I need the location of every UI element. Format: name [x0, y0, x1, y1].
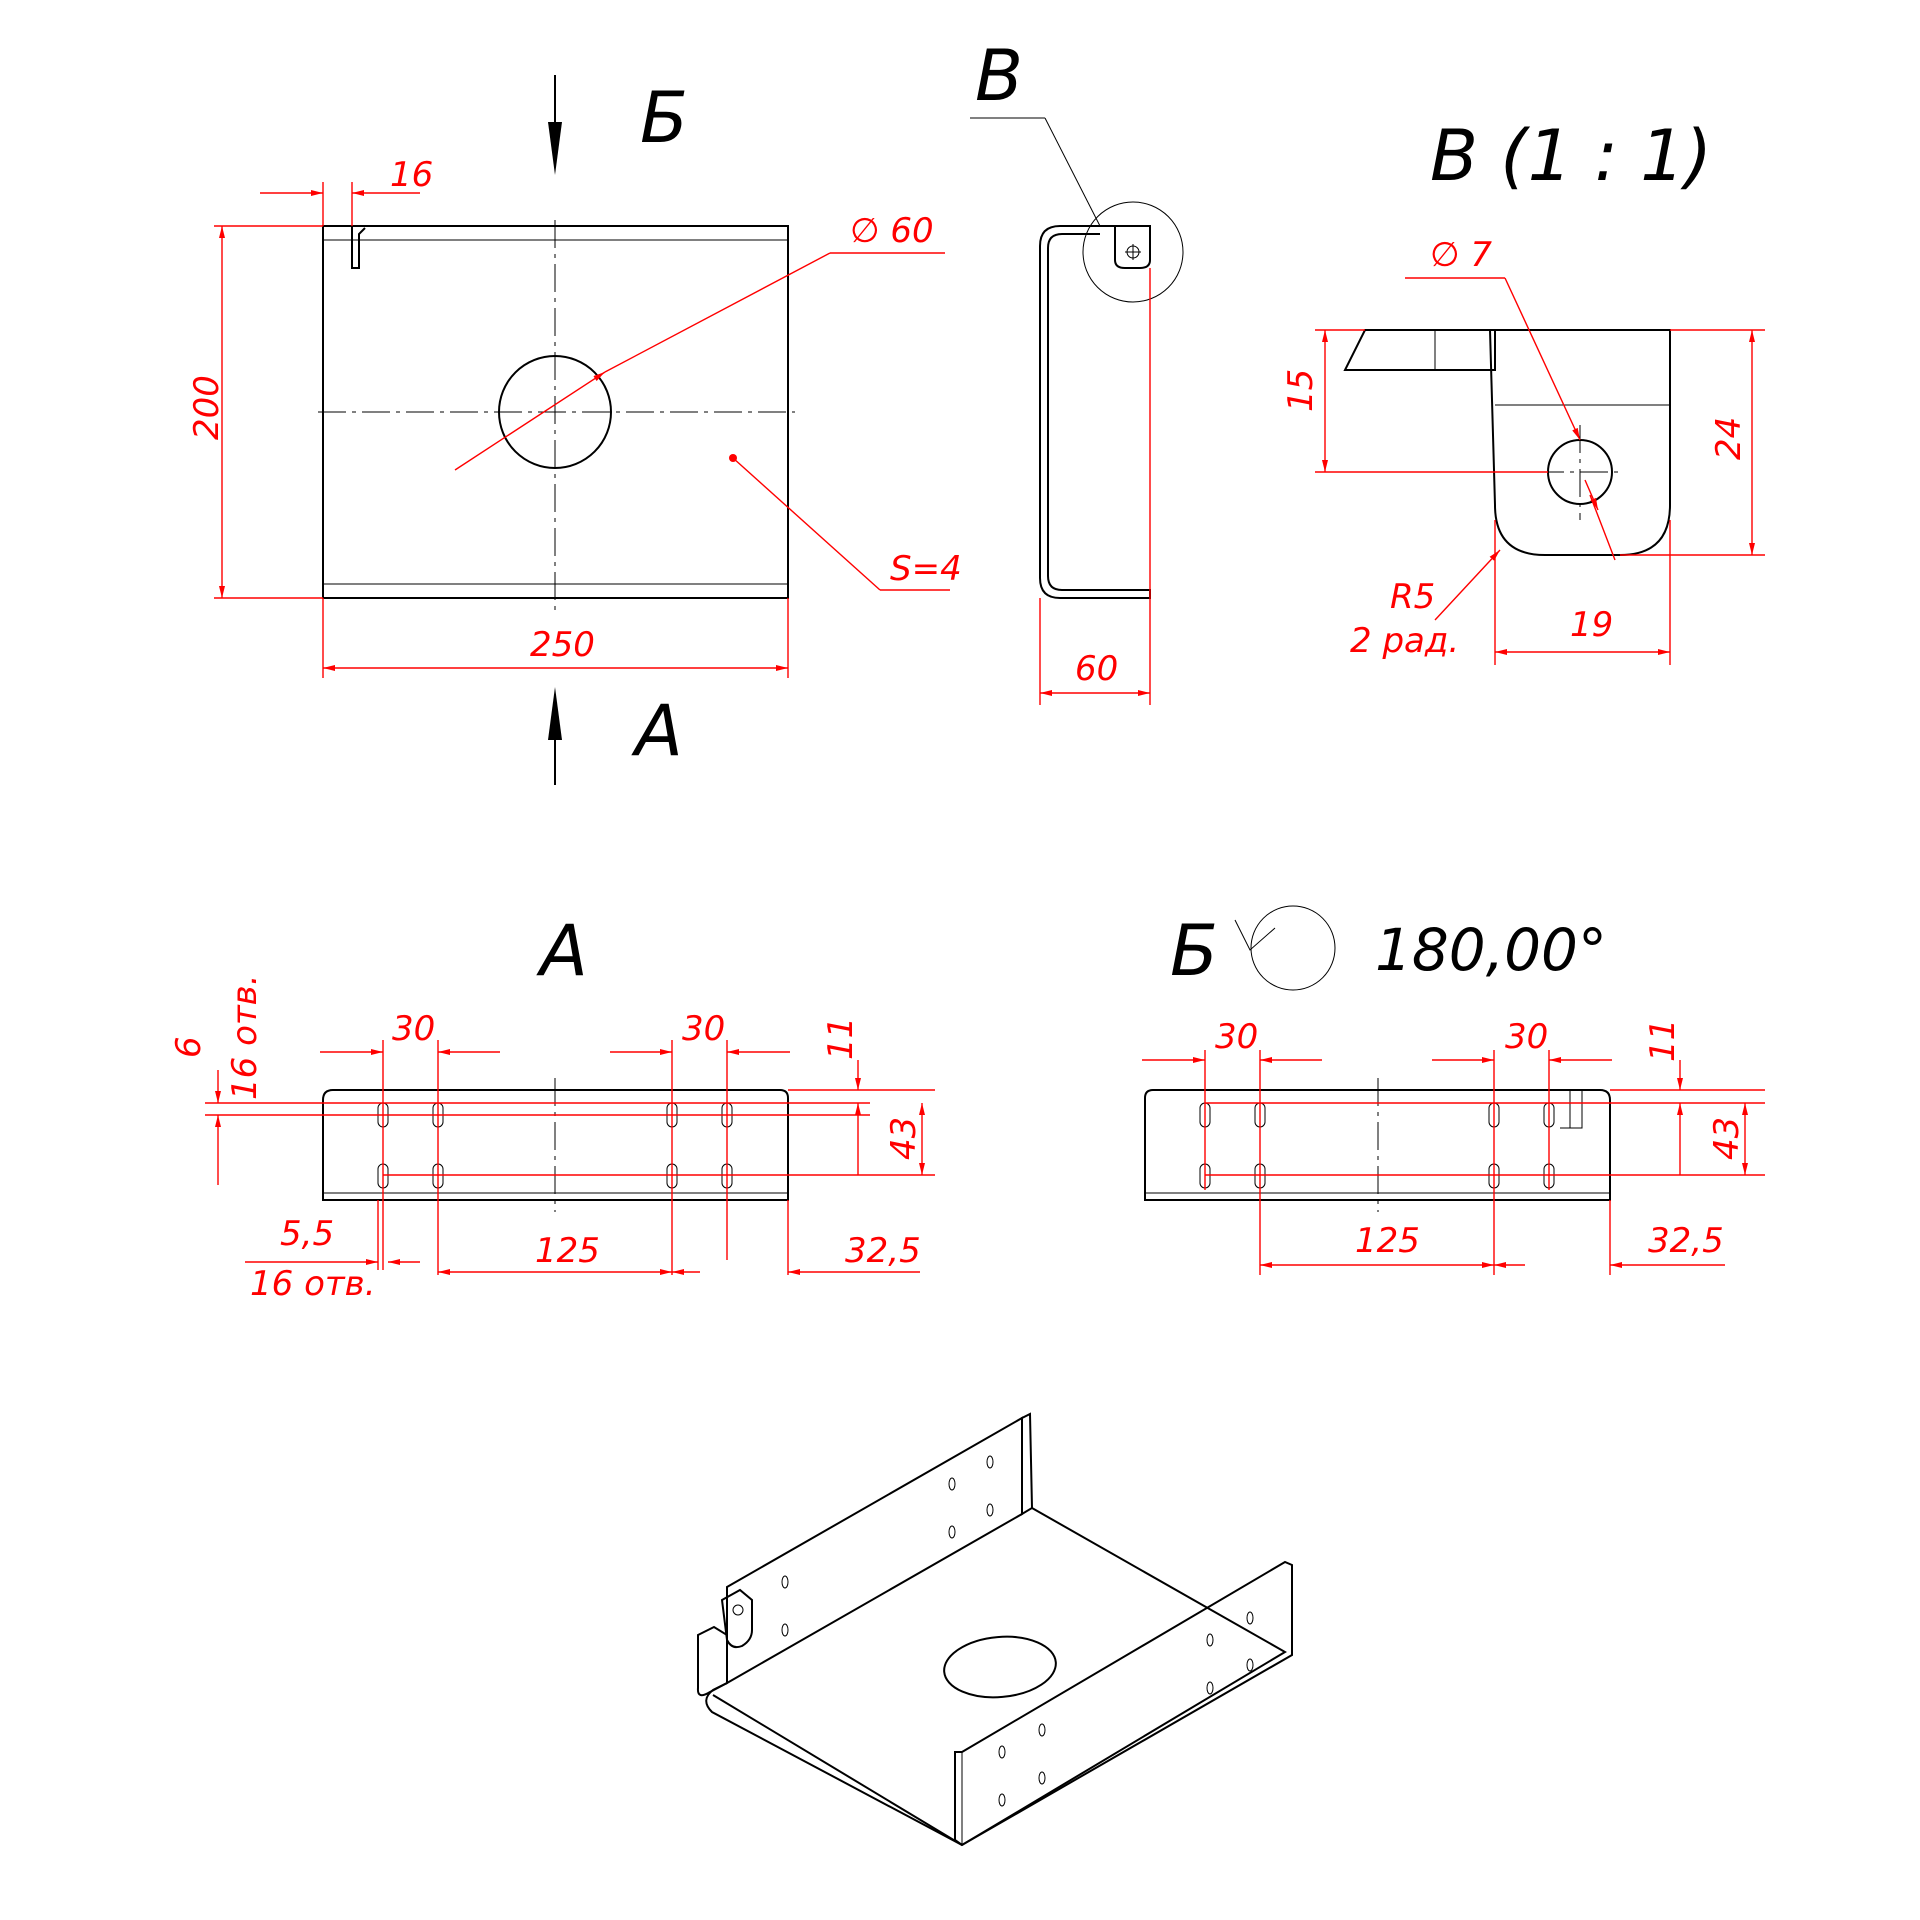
view-b-arrow — [548, 122, 562, 175]
view-b-title: Б — [1170, 910, 1218, 992]
detail-title: В (1 : 1) — [1430, 115, 1712, 197]
arrow-label-b: Б — [640, 77, 688, 159]
dim-a-top-11: 11 — [821, 1017, 861, 1060]
dim-b-span-125: 125 — [1355, 1221, 1420, 1261]
flange-tab — [351, 226, 366, 269]
view-a-title: А — [536, 910, 588, 992]
dim-a-slot-len: 6 — [169, 1036, 209, 1058]
dim-detail-19: 19 — [1570, 605, 1613, 645]
dim-a-pitch-left: 30 — [392, 1009, 435, 1049]
dim-a-edge-32-5: 32,5 — [845, 1231, 921, 1271]
dim-a-slot-len-count: 16 отв. — [225, 974, 265, 1100]
dim-a-slot-w-count: 16 отв. — [250, 1264, 376, 1304]
dim-detail-radius: R5 — [1390, 577, 1435, 617]
detail-callout-circle — [1082, 201, 1184, 303]
front-view: Б А 16 ∅ 60 200 250 S=4 — [187, 75, 962, 785]
dim-detail-15: 15 — [1281, 369, 1321, 412]
iso-back-wall — [726, 1416, 1023, 1685]
isometric-view — [696, 1412, 1293, 1847]
view-b-rotation: 180,00° — [1375, 916, 1607, 984]
dim-b-top-11: 11 — [1643, 1019, 1683, 1062]
dim-width-250: 250 — [530, 625, 595, 665]
side-view-profile — [1039, 225, 1151, 599]
detail-callout-label: В — [975, 35, 1023, 117]
dim-a-pitch-right: 30 — [682, 1009, 725, 1049]
iso-tab — [720, 1588, 753, 1649]
rotation-symbol — [1250, 905, 1336, 991]
dim-detail-radius-note: 2 рад. — [1350, 621, 1459, 661]
view-b: Б 180,00° 30 30 — [1142, 905, 1765, 1275]
dim-height-200: 200 — [187, 375, 227, 440]
dim-flange-16: 16 — [390, 155, 433, 195]
side-view: В 60 — [970, 35, 1184, 705]
dim-a-slot-w: 5,5 — [280, 1214, 334, 1254]
view-a-arrow — [548, 687, 562, 740]
iso-front-wall — [954, 1560, 1293, 1847]
dim-detail-hole-7: ∅ 7 — [1430, 235, 1492, 275]
dim-a-span-125: 125 — [535, 1231, 600, 1271]
dim-thickness: S=4 — [890, 549, 962, 589]
dim-b-edge-32-5: 32,5 — [1648, 1221, 1724, 1261]
dim-b-rowgap-43: 43 — [1707, 1117, 1747, 1160]
iso-slots — [781, 1455, 1254, 1807]
view-a: А 30 30 11 43 — [169, 910, 935, 1304]
dim-detail-24: 24 — [1709, 417, 1749, 460]
iso-floor — [712, 1507, 1287, 1847]
iso-center-hole — [943, 1635, 1057, 1699]
dim-depth-60: 60 — [1075, 649, 1118, 689]
dim-hole-dia-60: ∅ 60 — [850, 211, 934, 251]
detail-view: В (1 : 1) ∅ 7 15 24 19 R5 2 рад. — [1281, 115, 1765, 665]
dim-a-rowgap-43: 43 — [884, 1117, 924, 1160]
dim-b-pitch-left: 30 — [1215, 1017, 1258, 1057]
dim-b-pitch-right: 30 — [1505, 1017, 1548, 1057]
arrow-label-a: А — [631, 690, 683, 772]
